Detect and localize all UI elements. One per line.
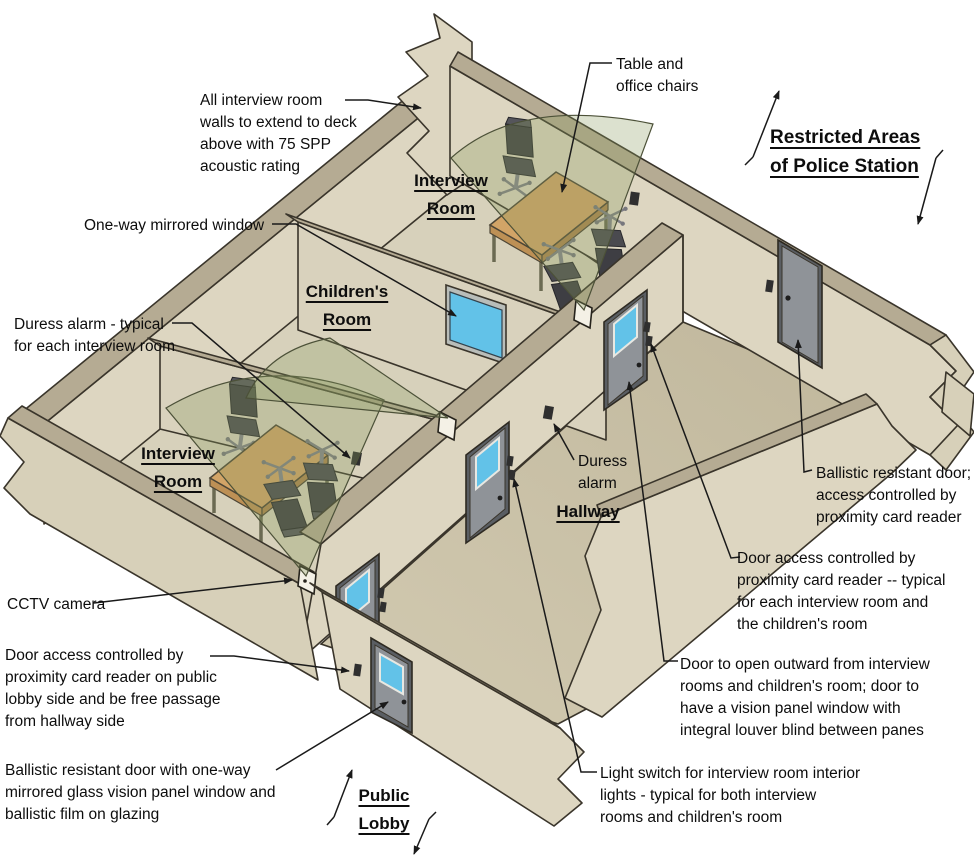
title-arrows — [744, 90, 944, 225]
interview-room-upper-door — [603, 288, 648, 412]
public-lobby-door — [370, 636, 413, 735]
door-handle-icon — [785, 295, 791, 301]
side-wall — [0, 405, 319, 681]
note-table-chairs: Table and office chairs — [616, 56, 699, 95]
door-vision-window — [475, 435, 500, 492]
room-label-interview-upper: Interview Room — [414, 171, 488, 218]
room-label-children: Children's Room — [305, 282, 389, 329]
leader-walls-note — [345, 99, 422, 111]
note-ballistic-lobby: Ballistic resistant door with one-way mi… — [5, 762, 276, 823]
one-way-window — [445, 283, 507, 366]
right-wall-face — [564, 403, 917, 718]
note-door-typical: Door access controlled by proximity card… — [737, 550, 946, 633]
room-label-interview-lower: Interview Room — [141, 444, 215, 491]
room-label-hallway: Hallway — [556, 502, 620, 521]
note-door-public: Door access controlled by proximity card… — [5, 647, 221, 730]
childrens-room-door — [465, 420, 510, 545]
cctv-cone — [450, 114, 654, 312]
leader-duress-hallway — [553, 423, 575, 461]
leader-ballistic-right — [794, 339, 813, 473]
light-switch-device — [377, 587, 385, 599]
duress-alarm-device — [542, 405, 554, 420]
card-reader-device — [379, 601, 387, 613]
right-wall-top — [596, 393, 878, 518]
leader-door-public — [210, 655, 350, 674]
ballistic-door — [777, 238, 823, 370]
note-duress-typical: Duress alarm - typical for each intervie… — [14, 316, 176, 355]
note-duress-hallway: Duress alarm — [578, 453, 628, 492]
lobby-wall-top — [309, 582, 561, 729]
side-wall-top — [7, 405, 315, 585]
card-reader-device — [353, 663, 362, 677]
lobby-arrows — [326, 769, 437, 855]
light-switch-device — [643, 321, 651, 333]
note-door-outward: Door to open outward from interview room… — [680, 656, 930, 739]
cctv-camera — [437, 410, 457, 442]
leader-duress-typical — [172, 322, 351, 459]
note-light-switch: Light switch for interview room interior… — [600, 765, 861, 826]
leader-cctv — [93, 577, 293, 604]
wall-break-stub-icon — [941, 371, 974, 437]
note-walls: All interview room walls to extend to de… — [200, 92, 357, 175]
door-vision-window — [613, 302, 638, 359]
door-vision-window — [379, 652, 404, 696]
right-wall — [564, 371, 974, 718]
light-switch-device — [506, 455, 514, 467]
door-handle-icon — [497, 495, 503, 501]
leader-ballistic-lobby — [275, 701, 389, 771]
leader-table-chairs — [560, 62, 612, 193]
cctv-cone — [245, 337, 449, 419]
note-cctv: CCTV camera — [7, 596, 106, 613]
leader-one-way-window — [272, 223, 457, 317]
note-one-way-window: One-way mirrored window — [84, 217, 265, 234]
leader-lines — [93, 62, 944, 855]
cctv-camera — [573, 298, 593, 330]
duress-alarm-device — [629, 191, 640, 206]
leader-light-switch — [512, 478, 597, 773]
door-handle-icon — [636, 362, 642, 368]
leader-door-outward — [626, 381, 678, 662]
room-label-public-lobby: Public Lobby — [358, 786, 410, 833]
cctv-camera — [297, 564, 317, 596]
note-ballistic-right: Ballistic resistant door; access control… — [816, 465, 972, 526]
cctv-cone — [165, 375, 385, 578]
table — [488, 171, 610, 291]
side-wall-face — [0, 417, 319, 681]
card-reader-device — [508, 469, 516, 481]
card-reader-device — [765, 279, 774, 293]
leader-door-typical — [650, 343, 741, 559]
door-handle-icon — [401, 699, 407, 705]
diagram-title: Restricted Areas of Police Station — [770, 127, 921, 177]
front-wall-top — [299, 222, 684, 545]
